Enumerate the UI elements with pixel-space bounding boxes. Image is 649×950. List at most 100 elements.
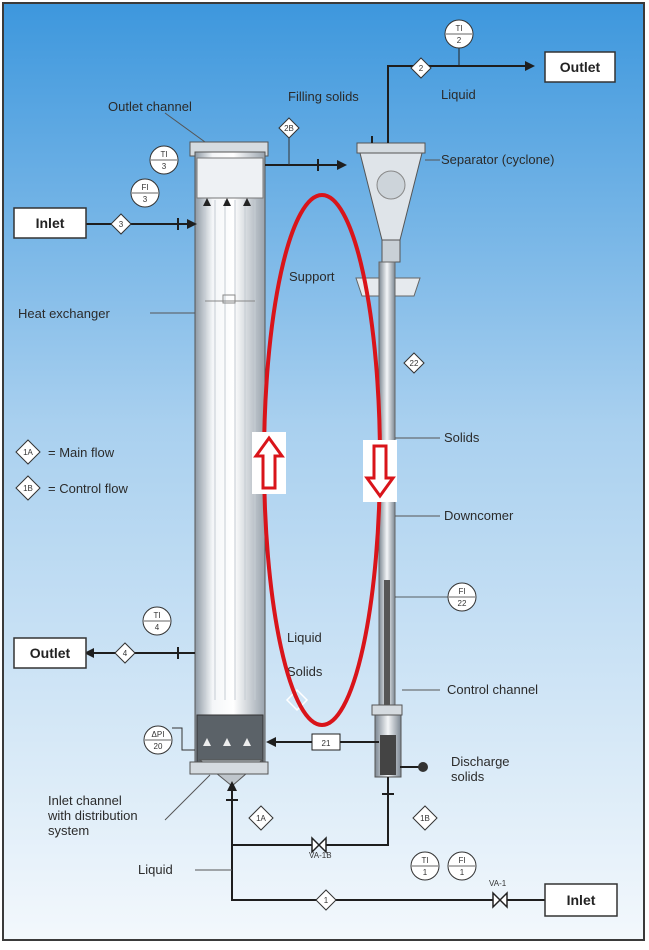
svg-text:3: 3 (162, 162, 167, 171)
valve-va-1b (311, 836, 327, 854)
svg-text:3: 3 (143, 195, 148, 204)
svg-text:2: 2 (419, 64, 424, 73)
svg-text:FI: FI (458, 856, 465, 865)
instrument-ti-3: TI 3 (149, 145, 179, 175)
box-21 (311, 733, 341, 751)
svg-text:ΔPI: ΔPI (152, 730, 165, 739)
svg-text:Outlet: Outlet (30, 645, 71, 661)
diamond-tag-1a: 1A (248, 805, 274, 831)
flow-arrows-top (203, 198, 251, 746)
pipe-control-flow (232, 777, 389, 846)
diamond-tag-2: 2 (410, 57, 432, 79)
instrument-fi-22: FI 22 (395, 582, 477, 612)
label-outlet-channel: Outlet channel (108, 99, 192, 114)
pipe-ticks (177, 159, 394, 801)
svg-text:1B: 1B (23, 484, 33, 493)
svg-text:TI: TI (455, 24, 462, 33)
svg-text:FI: FI (141, 183, 148, 192)
label-discharge-1: Discharge (451, 754, 510, 769)
box-21-label: 21 (322, 739, 331, 748)
diamond-tag-22: 22 (403, 352, 425, 374)
cyclone-vortex (376, 170, 406, 200)
label-solids: Solids (444, 430, 480, 445)
label-heat-exchanger: Heat exchanger (18, 306, 110, 321)
svg-text:2B: 2B (284, 124, 294, 133)
diamond-tag-1: 1 (315, 889, 337, 911)
separator-assembly (355, 142, 426, 778)
svg-text:1: 1 (324, 896, 329, 905)
label-separator: Separator (cyclone) (441, 152, 554, 167)
inlet-bottom-box: Inlet (544, 883, 618, 917)
instrument-ti-2: TI 2 (444, 19, 474, 66)
cyclone-flange (356, 142, 426, 154)
label-solids-mid: Solids (287, 664, 323, 679)
label-filling-solids: Filling solids (288, 89, 359, 104)
instrument-ti-4: TI 4 (142, 606, 172, 636)
label-inlet-channel-3: system (48, 823, 89, 838)
diamond-tag-2b: 2B (278, 117, 300, 165)
svg-text:1B: 1B (420, 814, 430, 823)
svg-text:TI: TI (421, 856, 428, 865)
outlet-right-box: Outlet (544, 51, 616, 83)
svg-text:Inlet: Inlet (567, 892, 596, 908)
instrument-ti-1: TI 1 (410, 851, 440, 881)
diamond-tag-1b: 1B (412, 805, 438, 831)
svg-text:1: 1 (423, 868, 428, 877)
leader-lines (150, 112, 440, 871)
svg-text:TI: TI (160, 150, 167, 159)
svg-text:1A: 1A (23, 448, 33, 457)
label-support: Support (289, 269, 335, 284)
pipe-main-inlet (227, 781, 545, 901)
label-inlet-channel-1: Inlet channel (48, 793, 122, 808)
diagram-background (2, 2, 645, 941)
svg-text:= Main flow: = Main flow (48, 445, 115, 460)
diamond-tag-3: 3 (110, 213, 132, 235)
discharge-valve (418, 762, 428, 772)
svg-text:4: 4 (123, 649, 128, 658)
label-downcomer: Downcomer (444, 508, 514, 523)
svg-text:1A: 1A (256, 814, 266, 823)
outlet-left-box: Outlet (13, 637, 87, 669)
support-marker-left (222, 294, 236, 304)
svg-text:22: 22 (458, 599, 467, 608)
svg-text:Outlet: Outlet (560, 59, 601, 75)
instrument-fi-3: FI 3 (130, 178, 160, 208)
label-inlet-channel-2: with distribution (47, 808, 138, 823)
control-flange (371, 704, 403, 716)
instrument-dpi-20: ΔPI 20 (143, 725, 195, 755)
label-liquid-bottom: Liquid (138, 862, 173, 877)
diamond-near-liquid (285, 688, 309, 712)
svg-text:TI: TI (153, 611, 160, 620)
svg-text:3: 3 (119, 220, 124, 229)
pipe-liquid-outlet (387, 61, 535, 143)
valve-va-1-label: VA-1 (489, 879, 507, 888)
label-liquid-mid: Liquid (287, 630, 322, 645)
svg-text:2: 2 (457, 36, 462, 45)
label-control-channel: Control channel (447, 682, 538, 697)
arrow-down-icon (363, 440, 397, 502)
arrow-up-icon (252, 432, 286, 494)
label-discharge-2: solids (451, 769, 485, 784)
svg-text:FI: FI (458, 587, 465, 596)
svg-text:4: 4 (155, 623, 160, 632)
diamond-tag-4: 4 (114, 642, 136, 664)
svg-text:22: 22 (410, 359, 419, 368)
bottom-flange (189, 761, 269, 775)
svg-text:20: 20 (154, 742, 163, 751)
control-channel-solids (380, 735, 396, 775)
svg-text:= Control flow: = Control flow (48, 481, 128, 496)
control-rod (384, 580, 390, 730)
label-liquid-top: Liquid (441, 87, 476, 102)
cyclone-neck (381, 239, 401, 263)
inlet-left-box: Inlet (13, 207, 87, 239)
valve-va-1b-label: VA-1B (309, 851, 332, 860)
valve-va-1 (492, 891, 508, 909)
instrument-fi-1: FI 1 (447, 851, 477, 881)
legend-main-flow: 1A = Main flow (15, 439, 115, 465)
piping (84, 61, 545, 901)
outlet-channel-chamber (196, 157, 264, 199)
inlet-channel-chamber (196, 714, 264, 764)
svg-text:Inlet: Inlet (36, 215, 65, 231)
